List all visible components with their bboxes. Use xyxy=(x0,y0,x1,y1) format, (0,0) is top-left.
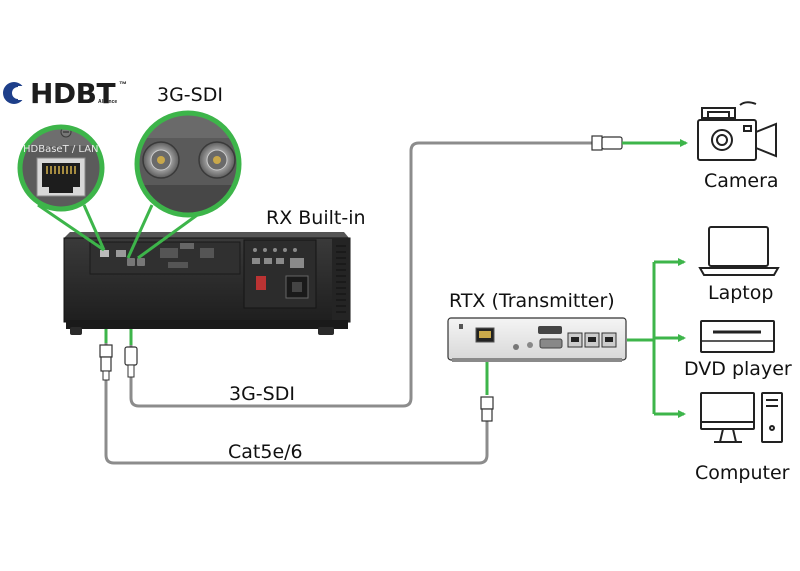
label-3g-sdi-cable: 3G-SDI xyxy=(229,383,295,405)
label-camera: Camera xyxy=(704,170,779,192)
rj45-plug-rtx xyxy=(480,396,494,422)
hdbaset-logo-tm: ™ xyxy=(119,80,127,89)
computer-icon xyxy=(700,392,783,443)
rj45-plug-projector xyxy=(99,344,113,381)
laptop-icon xyxy=(698,226,780,276)
hdbaset-logo-text: HDBT xyxy=(30,77,116,110)
callout-connector-lines xyxy=(37,203,201,260)
sdi-plug-projector xyxy=(124,346,138,378)
projector xyxy=(63,232,351,335)
label-3g-sdi-top: 3G-SDI xyxy=(157,84,223,106)
cable-3g-sdi xyxy=(129,141,600,408)
arrows-rtx-to-sources xyxy=(627,258,686,418)
camera-icon xyxy=(697,101,777,161)
label-rtx-transmitter: RTX (Transmitter) xyxy=(449,290,615,312)
rtx-transmitter xyxy=(447,317,627,362)
label-computer: Computer xyxy=(695,462,790,484)
sdi-callout xyxy=(134,110,242,218)
hdbaset-logo-icon xyxy=(3,82,26,104)
dvd-player-icon xyxy=(700,320,775,353)
hdbaset-lan-callout xyxy=(17,124,105,212)
label-laptop: Laptop xyxy=(708,282,774,304)
cable-cat5e xyxy=(104,268,489,465)
label-dvd-player: DVD player xyxy=(684,358,792,380)
label-rx-builtin: RX Built-in xyxy=(266,207,366,229)
hdbaset-logo-alliance: Alliance xyxy=(98,99,118,105)
label-hdbaset-lan: HDBaseT / LAN xyxy=(23,144,99,155)
sdi-plug-camera xyxy=(591,135,623,151)
label-cat5e6-cable: Cat5e/6 xyxy=(228,441,303,463)
